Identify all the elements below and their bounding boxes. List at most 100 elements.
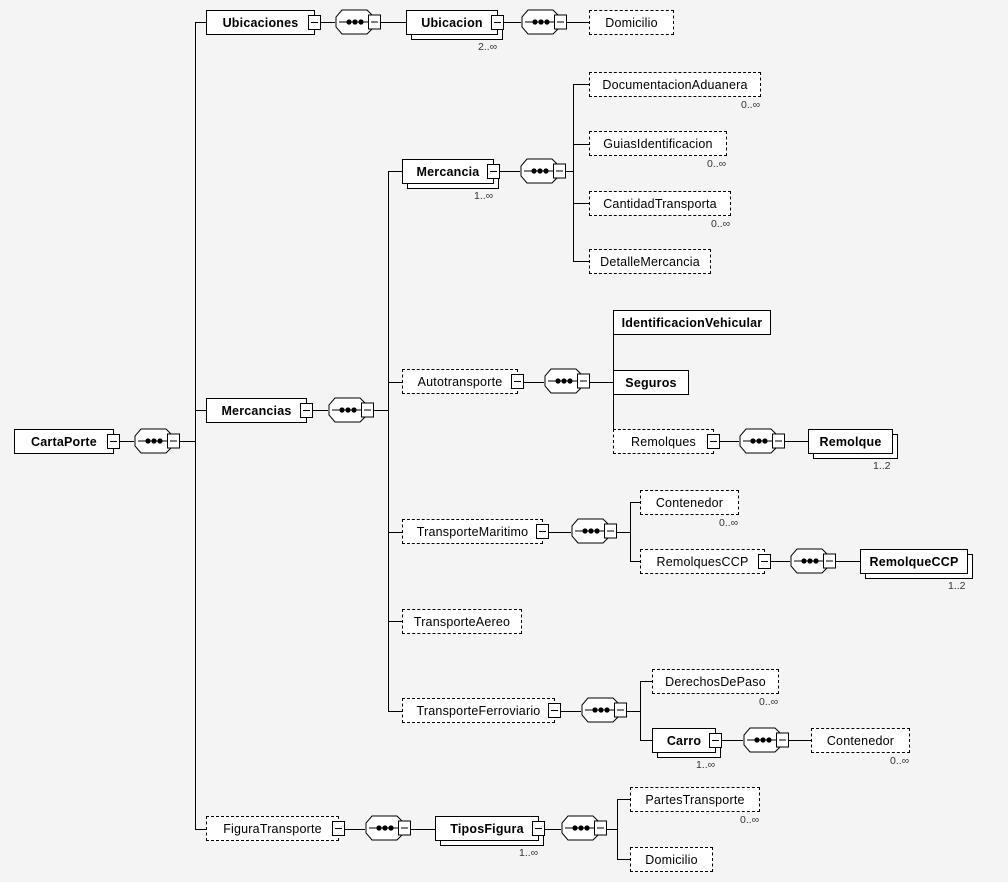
- node-contenedor-ferroviario[interactable]: Contenedor: [811, 728, 910, 753]
- node-label: PartesTransporte: [645, 792, 745, 807]
- collapse-minus-icon[interactable]: [511, 374, 524, 389]
- node-label: Domicilio: [645, 852, 698, 867]
- node-domicilio-ubicacion[interactable]: Domicilio: [589, 10, 674, 35]
- collapse-minus-icon[interactable]: [332, 821, 345, 836]
- connector-branch-figuratransporte: [195, 829, 206, 830]
- cardinality-label: 1..2: [948, 580, 966, 592]
- node-label: TransporteMaritimo: [416, 524, 529, 539]
- sequence-connector-icon[interactable]: [335, 9, 381, 35]
- node-label: DocumentacionAduanera: [602, 77, 748, 92]
- node-documentacionaduanera[interactable]: DocumentacionAduanera: [589, 72, 761, 97]
- node-seguros[interactable]: Seguros: [613, 370, 689, 395]
- node-figuratransporte[interactable]: FiguraTransporte: [206, 816, 339, 841]
- node-label: Mercancia: [416, 164, 480, 179]
- node-transportemaritimo[interactable]: TransporteMaritimo: [402, 519, 543, 544]
- connector-link-seq-ubicacion: [381, 22, 406, 23]
- collapse-minus-icon[interactable]: [107, 434, 120, 449]
- node-label: TiposFigura: [450, 821, 524, 836]
- connector-branch-detallemercancia: [573, 261, 589, 262]
- connector-branch-aereo: [388, 621, 402, 622]
- connector-branch-derechosdepaso: [640, 681, 652, 682]
- connector-link-seq-tiposfigura: [411, 829, 435, 830]
- sequence-connector-icon[interactable]: [790, 548, 836, 574]
- node-label: Remolques: [630, 434, 697, 449]
- cardinality-label: 0..∞: [707, 158, 727, 170]
- cardinality-label: 1..∞: [474, 190, 494, 202]
- collapse-minus-icon[interactable]: [548, 703, 561, 718]
- node-label: Seguros: [625, 375, 677, 390]
- node-cantidadtransporta[interactable]: CantidadTransporta: [589, 191, 731, 216]
- cardinality-label: 0..∞: [711, 218, 731, 230]
- node-ubicaciones[interactable]: Ubicaciones: [206, 10, 315, 35]
- connector-branch-documentacionaduanera: [573, 84, 589, 85]
- collapse-minus-icon[interactable]: [487, 164, 500, 179]
- collapse-minus-icon[interactable]: [491, 15, 504, 30]
- node-label: DetalleMercancia: [600, 254, 700, 269]
- node-cartaporte[interactable]: CartaPorte: [14, 429, 114, 454]
- node-partestransporte[interactable]: PartesTransporte: [630, 787, 760, 812]
- node-remolque[interactable]: Remolque: [808, 429, 893, 454]
- node-transporteaereo[interactable]: TransporteAereo: [402, 609, 522, 634]
- connector-trunk-root: [195, 22, 196, 829]
- sequence-connector-icon[interactable]: [520, 158, 566, 184]
- node-guiasidentificacion[interactable]: GuiasIdentificacion: [589, 131, 727, 156]
- sequence-connector-icon[interactable]: [571, 518, 617, 544]
- node-transporteferroviario[interactable]: TransporteFerroviario: [402, 698, 555, 723]
- node-tiposfigura[interactable]: TiposFigura: [435, 816, 539, 841]
- connector-link-seq-remolqueccp: [836, 561, 860, 562]
- collapse-minus-icon[interactable]: [758, 554, 771, 569]
- node-label: Mercancias: [221, 403, 292, 418]
- sequence-connector-icon[interactable]: [365, 815, 411, 841]
- node-ubicacion[interactable]: Ubicacion: [406, 10, 498, 35]
- connector-link-seq-domicilio: [567, 22, 589, 23]
- sequence-connector-icon[interactable]: [743, 727, 789, 753]
- node-derechosdepaso[interactable]: DerechosDePaso: [652, 669, 779, 694]
- node-identificacionvehicular[interactable]: IdentificacionVehicular: [613, 310, 771, 335]
- node-label: RemolqueCCP: [869, 554, 959, 569]
- connector-trunk-tiposfigura: [617, 799, 618, 859]
- connector-link-carro-seq: [716, 740, 743, 741]
- sequence-connector-icon[interactable]: [581, 697, 627, 723]
- node-label: IdentificacionVehicular: [621, 315, 763, 330]
- connector-branch-guiasidentificacion: [573, 144, 589, 145]
- node-remolques[interactable]: Remolques: [613, 429, 714, 454]
- node-label: Contenedor: [655, 495, 724, 510]
- node-label: Carro: [666, 733, 702, 748]
- node-label: Ubicacion: [421, 15, 483, 30]
- collapse-minus-icon[interactable]: [536, 524, 549, 539]
- cardinality-label: 2..∞: [478, 41, 498, 53]
- connector-link-seq-ferroviario: [627, 711, 640, 712]
- node-mercancias[interactable]: Mercancias: [206, 398, 307, 423]
- connector-link-seq-mercancias: [374, 410, 388, 411]
- sequence-connector-icon[interactable]: [544, 368, 590, 394]
- connector-link-figuratransporte-seq: [339, 829, 365, 830]
- collapse-minus-icon[interactable]: [308, 15, 321, 30]
- sequence-connector-icon[interactable]: [134, 428, 180, 454]
- node-autotransporte[interactable]: Autotransporte: [402, 369, 518, 394]
- cardinality-label: 0..∞: [741, 99, 761, 111]
- node-remolqueccp[interactable]: RemolqueCCP: [860, 549, 968, 574]
- connector-link-mercancias-seq: [307, 410, 328, 411]
- sequence-connector-icon[interactable]: [328, 397, 374, 423]
- node-contenedor-maritimo[interactable]: Contenedor: [640, 490, 739, 515]
- collapse-minus-icon[interactable]: [300, 403, 313, 418]
- node-detallemercancia[interactable]: DetalleMercancia: [589, 249, 711, 274]
- connector-link-remolques-seq: [714, 441, 739, 442]
- sequence-connector-icon[interactable]: [521, 9, 567, 35]
- collapse-minus-icon[interactable]: [532, 821, 545, 836]
- node-domicilio-figura[interactable]: Domicilio: [630, 847, 713, 872]
- collapse-minus-icon[interactable]: [707, 434, 720, 449]
- collapse-minus-icon[interactable]: [709, 733, 722, 748]
- node-label: Remolque: [819, 434, 882, 449]
- connector-trunk-mercancia: [573, 84, 574, 261]
- sequence-connector-icon[interactable]: [561, 815, 607, 841]
- connector-branch-domicilio-figura: [617, 859, 630, 860]
- node-mercancia[interactable]: Mercancia: [402, 159, 494, 184]
- node-label: Domicilio: [605, 15, 658, 30]
- connector-link-autotransporte-seq: [518, 382, 544, 383]
- connector-link-seq-root: [180, 441, 195, 442]
- node-carro[interactable]: Carro: [652, 728, 716, 753]
- sequence-connector-icon[interactable]: [739, 428, 785, 454]
- node-label: Ubicaciones: [222, 15, 299, 30]
- node-remolquesccp[interactable]: RemolquesCCP: [640, 549, 765, 574]
